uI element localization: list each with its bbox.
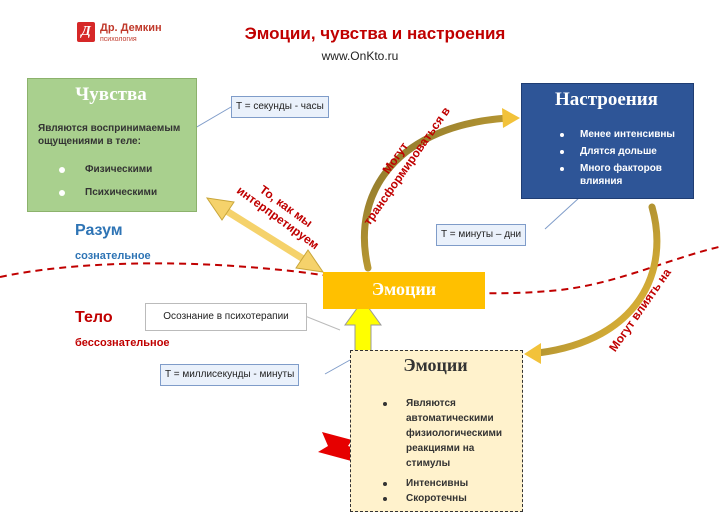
page-title: Эмоции, чувства и настроения [244,24,506,43]
emotions-time-callout: T = миллисекунды - минуты [160,364,300,386]
bullet-icon [560,167,564,171]
moods-item-factors: Много факторов влияния [580,163,662,187]
feelings-box [27,78,197,212]
moods-item-intensity: Менее интенсивны [580,129,675,140]
mind-zone-subtitle: сознательное [75,250,151,262]
bullet-icon [560,133,564,137]
emotions-bar-label: Эмоции [371,279,437,299]
emotions-item-fleeting: Скоротечны [406,493,467,504]
logo-mark: Д [77,22,95,42]
bullet-icon [383,482,387,486]
logo-name: Др. Демкин [100,22,162,34]
bullet-icon [383,402,387,406]
site-url[interactable]: www.OnKto.ru [321,49,399,63]
logo-subtitle: психология [100,36,137,43]
feelings-description: Являются воспринимаемым ощущениями в тел… [38,123,181,147]
emotions-box [350,350,523,512]
moods-title: Настроения [555,89,658,110]
interpret-double-arrow [205,197,325,273]
emotions-item-automatic: Являются автоматическими физиологическим… [406,398,503,469]
therapy-label: Осознание в психотерапии [145,303,307,331]
bullet-icon [560,150,564,154]
therapy-pointer [304,315,341,331]
feelings-time-callout: T = секунды - часы [231,96,329,118]
feelings-item-physical: Физическими [85,164,153,175]
moods-item-duration: Длятся дольше [580,146,657,157]
feelings-title: Чувства [75,84,147,105]
moods-time-callout: T = минуты – дни [436,224,527,246]
influence-curved-arrow [524,203,661,364]
moods-box [521,83,694,199]
moods-callout-pointer [544,196,581,230]
emotions-item-intense: Интенсивны [406,478,469,489]
emotions-callout-pointer [324,359,351,375]
emotions-bar [323,272,485,309]
mind-zone-title: Разум [75,222,123,239]
body-zone-title: Тело [75,309,113,326]
bullet-icon [59,190,65,196]
transform-curved-arrow [360,108,520,272]
feelings-item-mental: Психическими [85,187,158,198]
body-zone-subtitle: бессознательное [75,337,170,349]
feelings-callout-pointer [194,106,232,129]
emotions-box-title: Эмоции [403,355,468,375]
bullet-icon [383,497,387,501]
bullet-icon [59,167,65,173]
